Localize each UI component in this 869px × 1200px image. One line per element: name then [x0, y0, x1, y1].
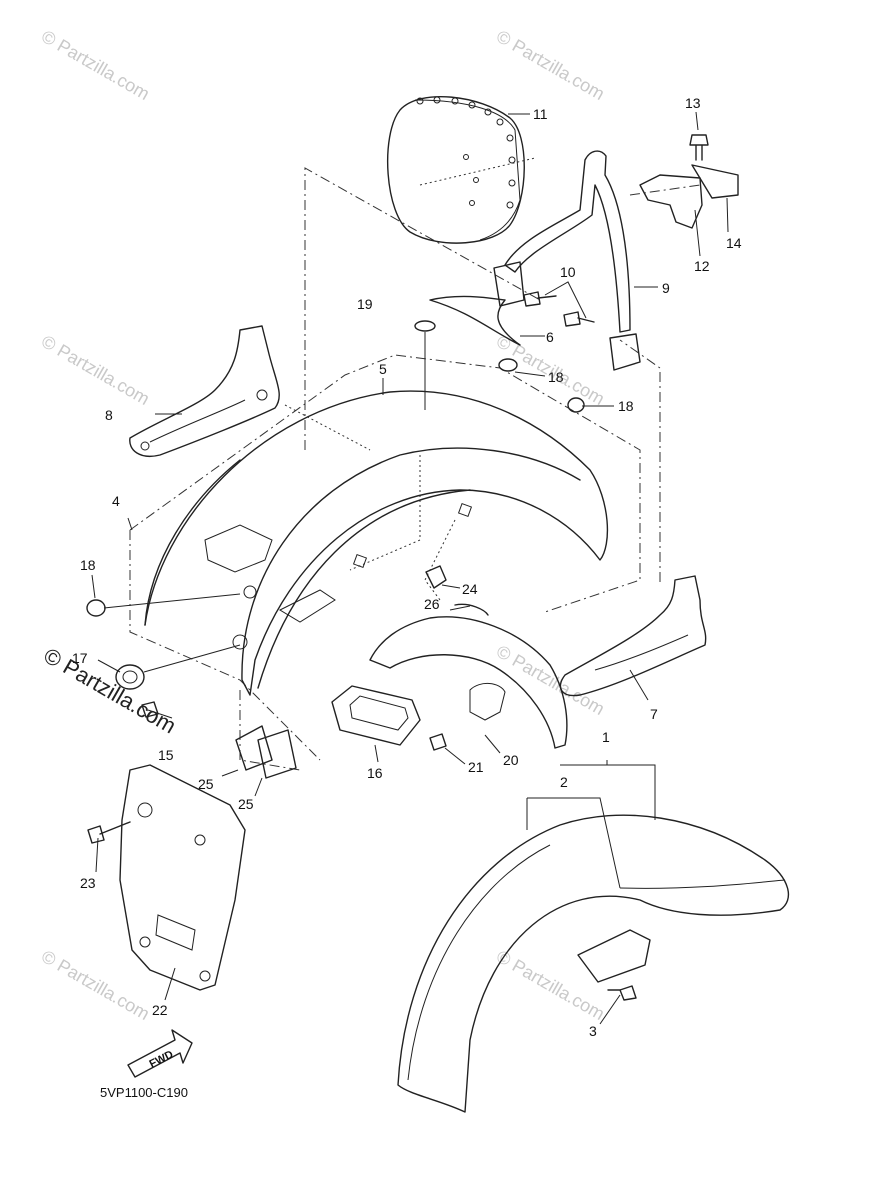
callout-24: 24: [462, 581, 478, 597]
watermark: © Partzilla.com: [493, 26, 608, 104]
pads: [235, 725, 297, 779]
watermark-strong: © Partzilla.com: [40, 643, 181, 739]
side-cover: [119, 764, 246, 991]
callout-14: 14: [726, 235, 742, 251]
diagram-code: 5VP1100-C190: [100, 1085, 188, 1100]
reflector: [331, 685, 421, 746]
watermark: © Partzilla.com: [493, 946, 608, 1024]
forward-arrow: FWD: [127, 1029, 193, 1078]
rear-fender: [144, 390, 609, 696]
callout-26: 26: [424, 596, 440, 612]
backrest-pad: [386, 95, 536, 244]
callout-11: 11: [533, 106, 548, 122]
callout-16: 16: [367, 765, 383, 781]
callout-13: 13: [685, 95, 701, 111]
watermark: © Partzilla.com: [38, 946, 153, 1024]
callout-8: 8: [105, 407, 113, 423]
callout-23: 23: [80, 875, 96, 891]
callout-4: 4: [112, 493, 120, 509]
callout-12: 12: [694, 258, 710, 274]
callout-5: 5: [379, 361, 387, 377]
callout-18-left: 18: [80, 557, 96, 573]
callout-9: 9: [662, 280, 670, 296]
watermark: © Partzilla.com: [493, 641, 608, 719]
left-seat-rail: [129, 325, 280, 457]
watermark: © Partzilla.com: [38, 331, 153, 409]
callout-3: 3: [589, 1023, 597, 1039]
callout-2: 2: [560, 774, 568, 790]
callout-21: 21: [468, 759, 484, 775]
callout-7: 7: [650, 706, 658, 722]
callout-25-right: 25: [238, 796, 254, 812]
callout-18-top: 18: [548, 369, 564, 385]
leader-lines: [91, 111, 729, 1025]
callout-1: 1: [602, 729, 610, 745]
callout-15: 15: [158, 747, 174, 763]
callout-numbers: 1 2 3 4 5 6 7 8 9 10 11 12 13 14 15 16 1…: [72, 95, 742, 1039]
callout-18-right: 18: [618, 398, 634, 414]
bracket-and-cover: [639, 164, 739, 229]
callout-19: 19: [357, 296, 373, 312]
watermarks: © Partzilla.com © Partzilla.com © Partzi…: [38, 26, 608, 1024]
callout-17: 17: [72, 650, 88, 666]
bolts: [87, 134, 709, 1001]
grommet: [115, 644, 241, 690]
front-fender: [397, 814, 790, 1113]
callout-25-left: 25: [198, 776, 214, 792]
callout-6: 6: [546, 329, 554, 345]
watermark: © Partzilla.com: [38, 26, 153, 104]
callout-20: 20: [503, 752, 519, 768]
assembly-outline-lines: [129, 167, 661, 771]
fender-stay: [369, 565, 568, 749]
callout-10: 10: [560, 264, 576, 280]
right-seat-rail: [559, 575, 707, 697]
backrest-frame: [493, 150, 701, 371]
callout-22: 22: [152, 1002, 168, 1018]
